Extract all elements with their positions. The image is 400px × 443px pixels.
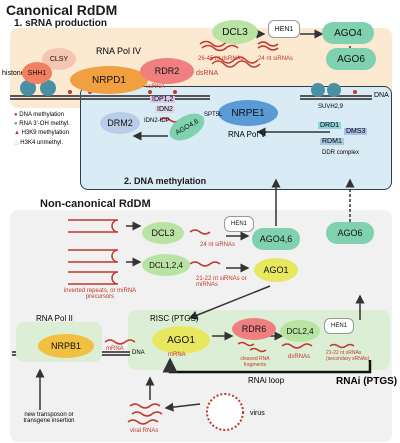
rna-pol-v-label: RNA Pol V [228, 130, 266, 139]
rdm1-label: RDM1 [320, 138, 344, 145]
dcl3-blob: DCL3 [212, 20, 258, 44]
nt24-label: 24 nt siRNAs [200, 242, 236, 248]
hairpin-rna [68, 249, 119, 263]
nrpd1-blob: NRPD1 [70, 66, 148, 94]
ago6-tag: AGO6 [326, 48, 376, 70]
mrna-pol2-label: mRNA [106, 346, 124, 352]
drm2-blob: DRM2 [100, 112, 140, 134]
dcl24-blob: DCL2,4 [280, 320, 320, 342]
ago1-nc-blob: AGO1 [254, 258, 298, 282]
histone-icon [311, 83, 325, 97]
cleaved-label: cleaved RNA fragments [240, 356, 270, 368]
nt2122-label: 21-22 nt siRNAs or miRNAs [196, 276, 247, 288]
dna-pol2-label: DNA [132, 350, 145, 356]
viral-rna [127, 403, 163, 425]
rdr2-blob: RDR2 [140, 58, 194, 84]
legend-h3k9: ▲ H3K9 methylation [14, 130, 69, 136]
legend-rna-methyl: ● RNA 3'-OH methyl. [14, 121, 70, 127]
ssrna-label: ssRNA [146, 84, 165, 90]
pin-icon: ● [14, 112, 18, 118]
ago46-nc-tag: AGO4,6 [252, 228, 300, 250]
histone-icon [40, 80, 56, 96]
srna-strand [189, 261, 221, 267]
histone-icon [327, 83, 341, 97]
idn2-label: IDN2 [155, 106, 175, 113]
dsrnas-label: dsRNAs [288, 354, 311, 360]
drd1-label: DRD1 [318, 122, 342, 129]
flag-icon: ▲ [14, 130, 20, 136]
mrna-strand [104, 339, 136, 345]
nrpe1-blob: NRPE1 [218, 100, 278, 126]
risc-mrna-label: mRNA [168, 352, 186, 358]
viral-label: viral RNAs [130, 428, 159, 434]
histones-label: histones [2, 70, 29, 77]
nrpb1-blob: NRPB1 [38, 334, 94, 358]
dsrna-strand [209, 56, 259, 64]
flag-icon: △ [14, 140, 19, 146]
arrow [188, 285, 271, 320]
ago1-risc-blob: AGO1 [152, 326, 210, 354]
dsrna-strand [281, 343, 313, 349]
hen1b-blob: HEN1 [324, 318, 354, 334]
canonical-title: Canonical RdDM [6, 2, 118, 18]
ago4-tag: AGO4 [322, 22, 374, 44]
virus-icon [206, 393, 244, 431]
cleaved-fragments [237, 341, 267, 353]
ago6-nc-tag: AGO6 [326, 222, 374, 244]
section-srna-production: 1. sRNA production [14, 18, 107, 29]
idn2-idp-label: IDN2-IDP [144, 118, 170, 124]
inverted-label: inverted repeats, or miRNA precursors [63, 288, 137, 300]
hen1-blob: HEN1 [268, 20, 300, 38]
dsrna-label: dsRNA [196, 70, 219, 77]
risc-label: RISC (PTGS) [150, 314, 199, 323]
rnai-loop-arrow [162, 357, 372, 374]
dna-label: DNA [374, 92, 389, 99]
srna-24-label: 24 nt siRNAs [258, 56, 294, 62]
idp-label: IDP1,2 [150, 96, 176, 103]
legend-h3k4: △ H3K4 unmethyl. [14, 140, 63, 146]
srna-26-45-label: 26-45 nt dsRNAs [198, 56, 244, 62]
hen1-nc-blob: HEN1 [224, 216, 254, 232]
rnai-ptgs-label: RNAi (PTGS) [336, 376, 398, 387]
srna-strand [201, 44, 239, 52]
secondary-label: 21-22 nt sRNAs (secondary sRNAs) [326, 350, 370, 362]
spt5l-label: SPT5L [204, 112, 223, 118]
transposon-label: new transposon or transgene insertion [23, 412, 75, 424]
histone-icon [20, 80, 36, 96]
dms3-label: DMS3 [344, 128, 368, 135]
srna-strand [329, 343, 355, 349]
srna-strand [257, 41, 279, 47]
dcl3-nc-blob: DCL3 [142, 222, 184, 244]
section-dna-methylation: 2. DNA methylation [124, 176, 207, 186]
arrow [164, 402, 201, 412]
clsy-blob: CLSY [42, 48, 76, 70]
rna-pol-iv-label: RNA Pol IV [96, 46, 142, 56]
rna-pol-ii-label: RNA Pol II [36, 314, 73, 323]
rnai-loop-label: RNAi loop [248, 376, 285, 385]
hairpin-rna [68, 219, 119, 233]
srna-strand [257, 45, 279, 51]
srna-strand [189, 229, 211, 235]
hairpin-rna [68, 271, 119, 285]
dcl124-blob: DCL1,2,4 [142, 254, 190, 276]
pin-icon: ● [14, 121, 18, 127]
dsrna-strand [211, 60, 261, 68]
noncanonical-title: Non-canonical RdDM [40, 198, 151, 210]
virus-label: virus [250, 410, 265, 417]
legend-dna-methylation: ● DNA methylation [14, 112, 64, 118]
suvh-label: SUVH2,9 [318, 104, 344, 110]
rdr6-blob: RDR6 [232, 318, 276, 340]
shh1-blob: SHH1 [22, 62, 52, 84]
ddr-label: DDR complex [322, 150, 360, 156]
